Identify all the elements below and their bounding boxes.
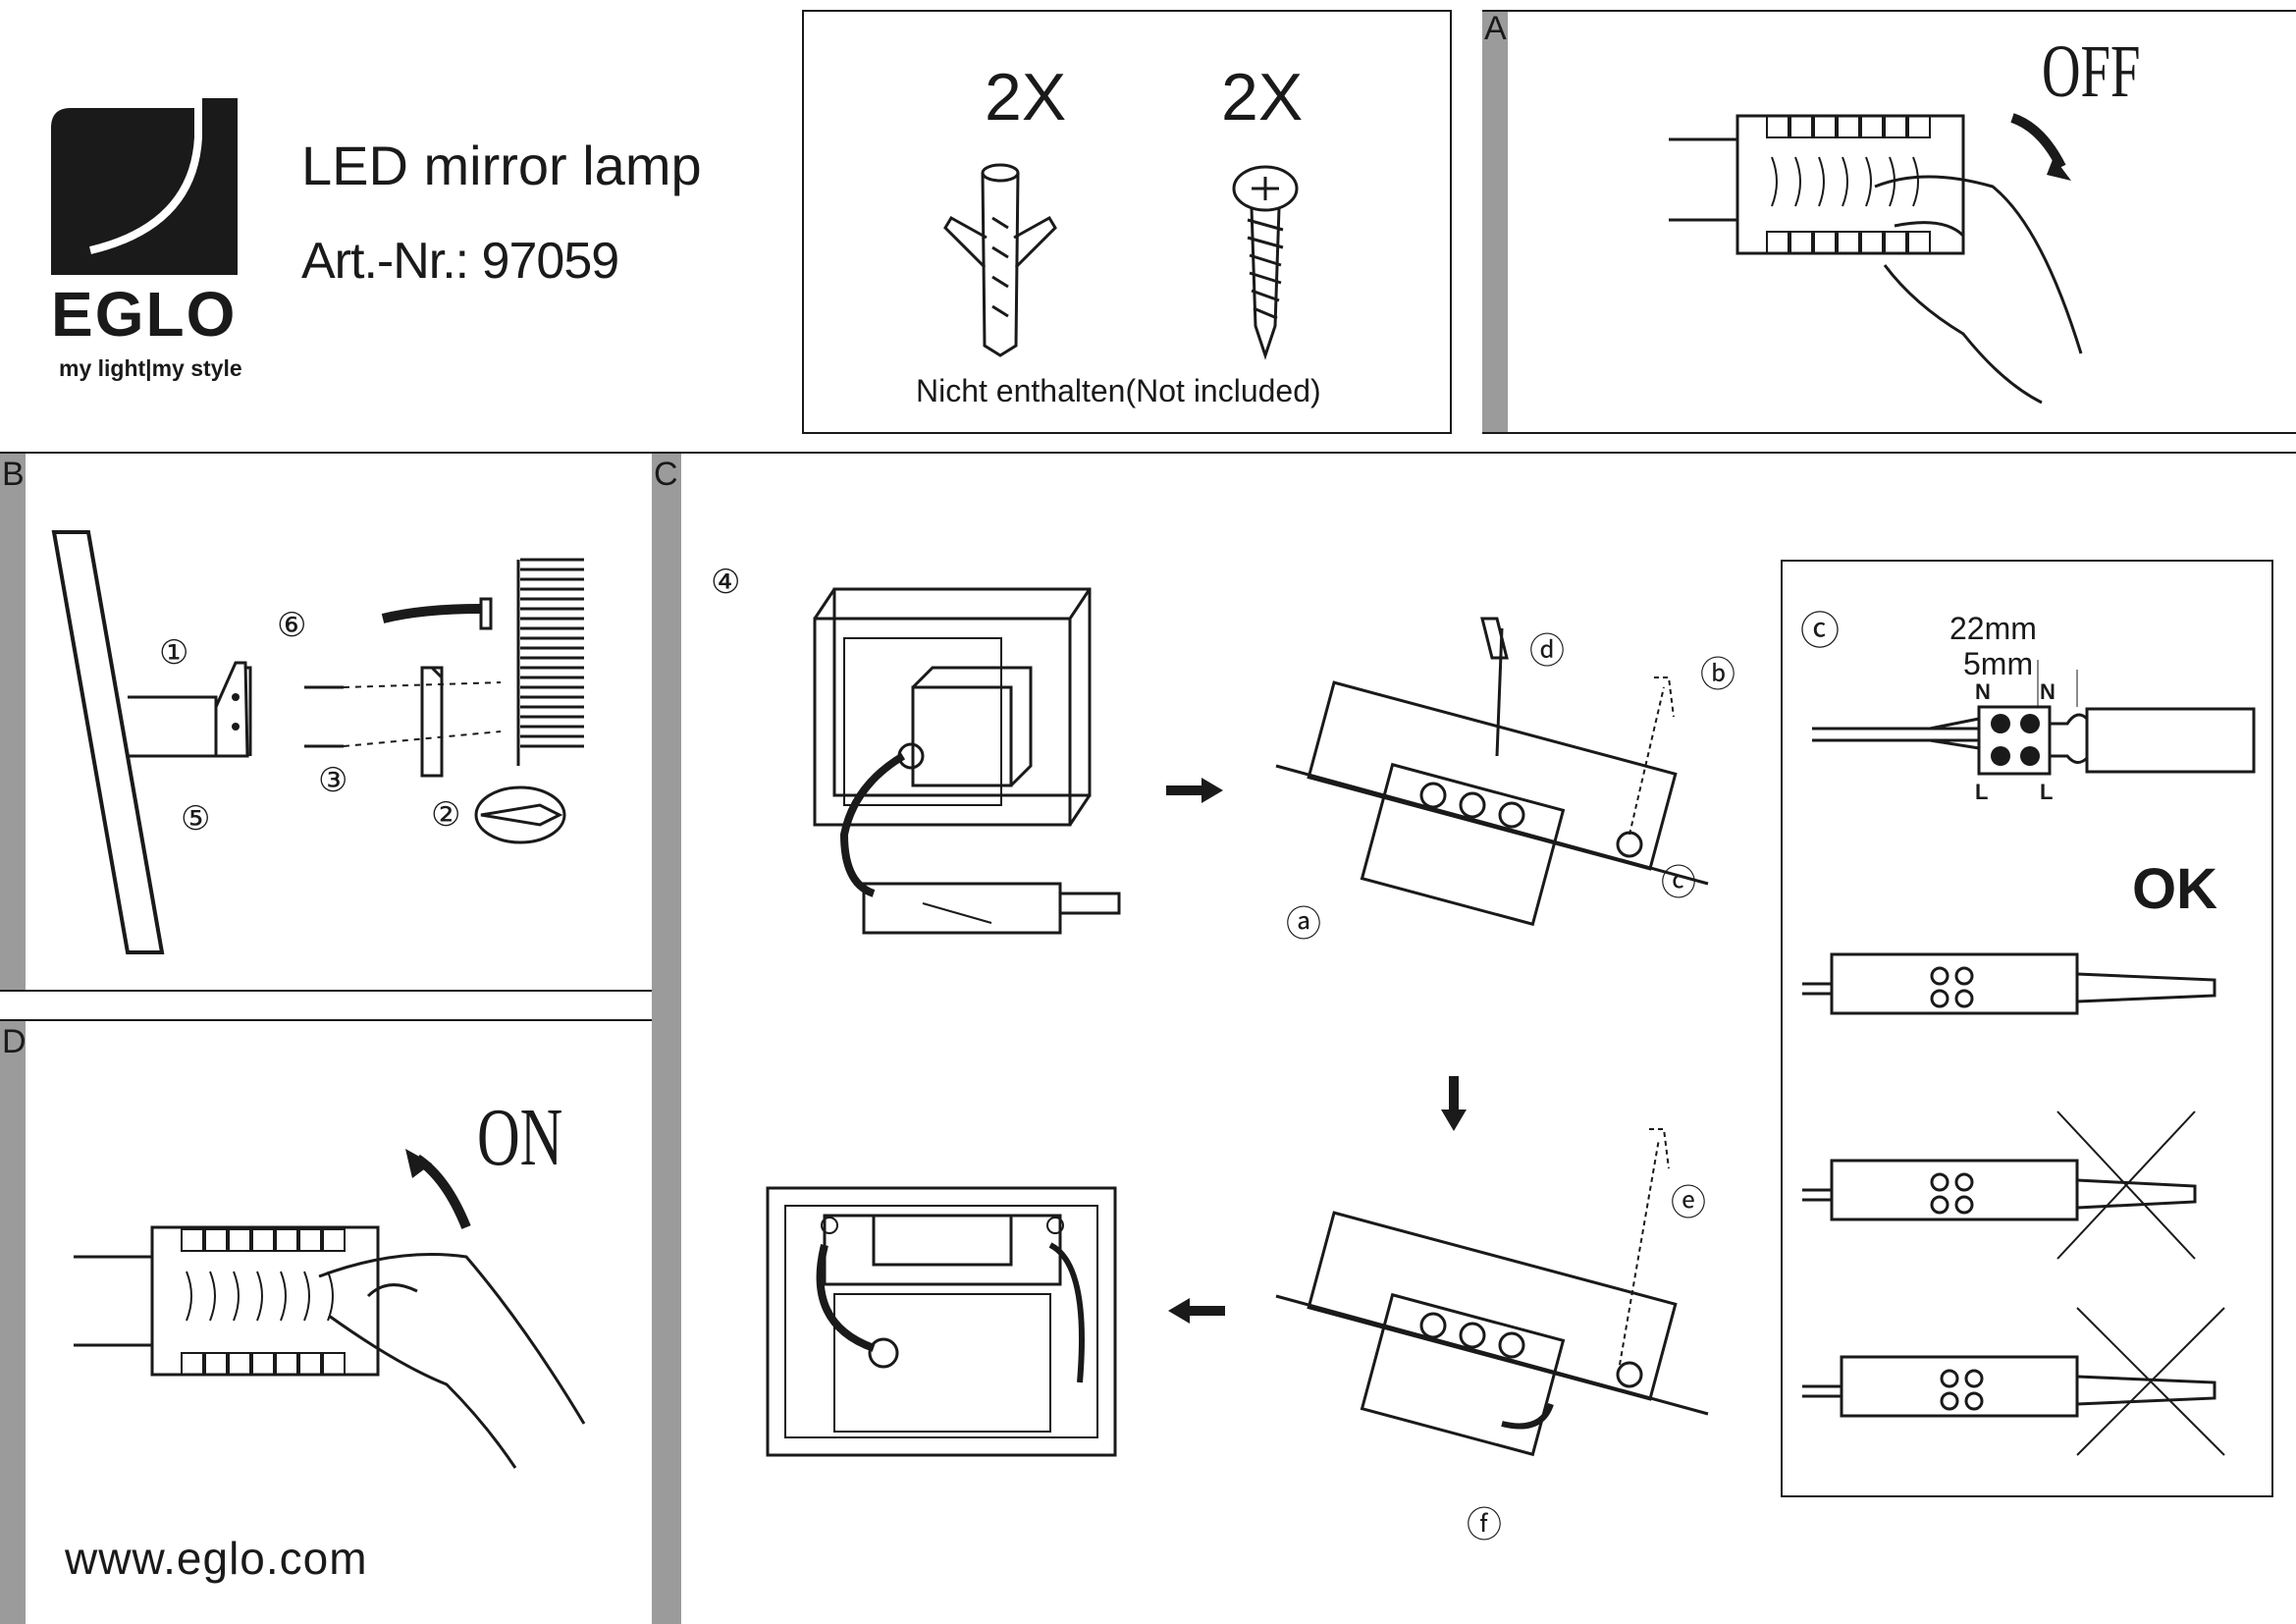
section-a-bar bbox=[1482, 10, 1508, 434]
arrow-right-icon bbox=[1166, 778, 1223, 803]
plug-quantity: 2X bbox=[985, 60, 1067, 135]
incorrect-wiring-example-1 bbox=[1802, 1110, 2197, 1260]
junction-box-illustration bbox=[813, 587, 1121, 935]
step-4-callout: ④ bbox=[711, 564, 741, 601]
mounted-lamp-base-illustration bbox=[766, 1186, 1117, 1457]
screw-quantity: 2X bbox=[1221, 60, 1304, 135]
screw-icon bbox=[1232, 165, 1299, 360]
arrow-left-icon bbox=[1168, 1298, 1225, 1324]
section-d-letter: D bbox=[2, 1023, 27, 1060]
section-a-letter: A bbox=[1484, 10, 1507, 47]
callout-5: ⑤ bbox=[181, 800, 211, 838]
callout-c: ⓒ bbox=[1661, 862, 1697, 902]
section-b-letter: B bbox=[2, 456, 25, 493]
wiring-detail-box: ⓒ 22mm 5mm N N L L OK bbox=[1781, 560, 2273, 1497]
breaker-panel-on-illustration bbox=[74, 1149, 586, 1469]
wire-strip-diagram bbox=[1812, 660, 2256, 776]
brand-logo bbox=[51, 98, 238, 285]
on-label: ON bbox=[477, 1092, 563, 1183]
wall-plug-icon bbox=[943, 163, 1057, 357]
mounting-illustration bbox=[51, 530, 584, 954]
breaker-panel-off-illustration bbox=[1669, 113, 2083, 405]
inset-label: ⓒ bbox=[1800, 610, 1840, 653]
terminal-block-illustration-top bbox=[1275, 617, 1709, 927]
section-a-bottom-line bbox=[1482, 432, 2296, 434]
callout-6: ⑥ bbox=[277, 607, 307, 644]
eglo-logo-mark bbox=[51, 98, 238, 285]
correct-wiring-example bbox=[1802, 952, 2216, 1015]
callout-e: ⓔ bbox=[1671, 1182, 1707, 1222]
live-label-2: L bbox=[2040, 780, 2054, 804]
incorrect-wiring-example-2 bbox=[1802, 1307, 2225, 1456]
callout-a: ⓐ bbox=[1286, 903, 1322, 944]
off-label: OFF bbox=[2042, 30, 2141, 113]
neutral-label-1: N bbox=[1975, 679, 1991, 704]
section-b-bar bbox=[0, 454, 26, 992]
article-number: Art.-Nr.: 97059 bbox=[301, 233, 619, 290]
not-included-note: Nicht enthalten(Not included) bbox=[916, 373, 1321, 408]
product-title: LED mirror lamp bbox=[301, 135, 702, 196]
section-a-top-line bbox=[1482, 10, 2296, 12]
section-c-bar bbox=[652, 454, 681, 1624]
callout-d: ⓓ bbox=[1529, 630, 1566, 671]
terminal-block-illustration-bottom bbox=[1275, 1128, 1709, 1457]
callout-3: ③ bbox=[318, 762, 348, 799]
callout-2: ② bbox=[431, 796, 461, 834]
section-d-top-line bbox=[0, 1019, 652, 1021]
section-c-letter: C bbox=[654, 456, 678, 493]
callout-f: ⓕ bbox=[1467, 1504, 1503, 1544]
section-d-bar bbox=[0, 1021, 26, 1624]
brand-tagline: my light|my style bbox=[59, 355, 242, 381]
callout-1: ① bbox=[159, 634, 189, 672]
ok-label: OK bbox=[2132, 857, 2217, 921]
section-b-bottom-line bbox=[0, 990, 652, 992]
live-label-1: L bbox=[1975, 780, 1989, 804]
brand-name: EGLO bbox=[51, 279, 238, 350]
upper-divider bbox=[0, 452, 2296, 454]
callout-b: ⓑ bbox=[1700, 654, 1736, 694]
website-url[interactable]: www.eglo.com bbox=[65, 1533, 368, 1584]
strip-length-long: 22mm bbox=[1949, 611, 2037, 646]
parts-box: 2X 2X Nicht enthalten(Not included) bbox=[802, 10, 1452, 434]
neutral-label-2: N bbox=[2040, 679, 2056, 704]
strip-length-short: 5mm bbox=[1963, 646, 2034, 681]
arrow-down-icon bbox=[1441, 1076, 1467, 1131]
